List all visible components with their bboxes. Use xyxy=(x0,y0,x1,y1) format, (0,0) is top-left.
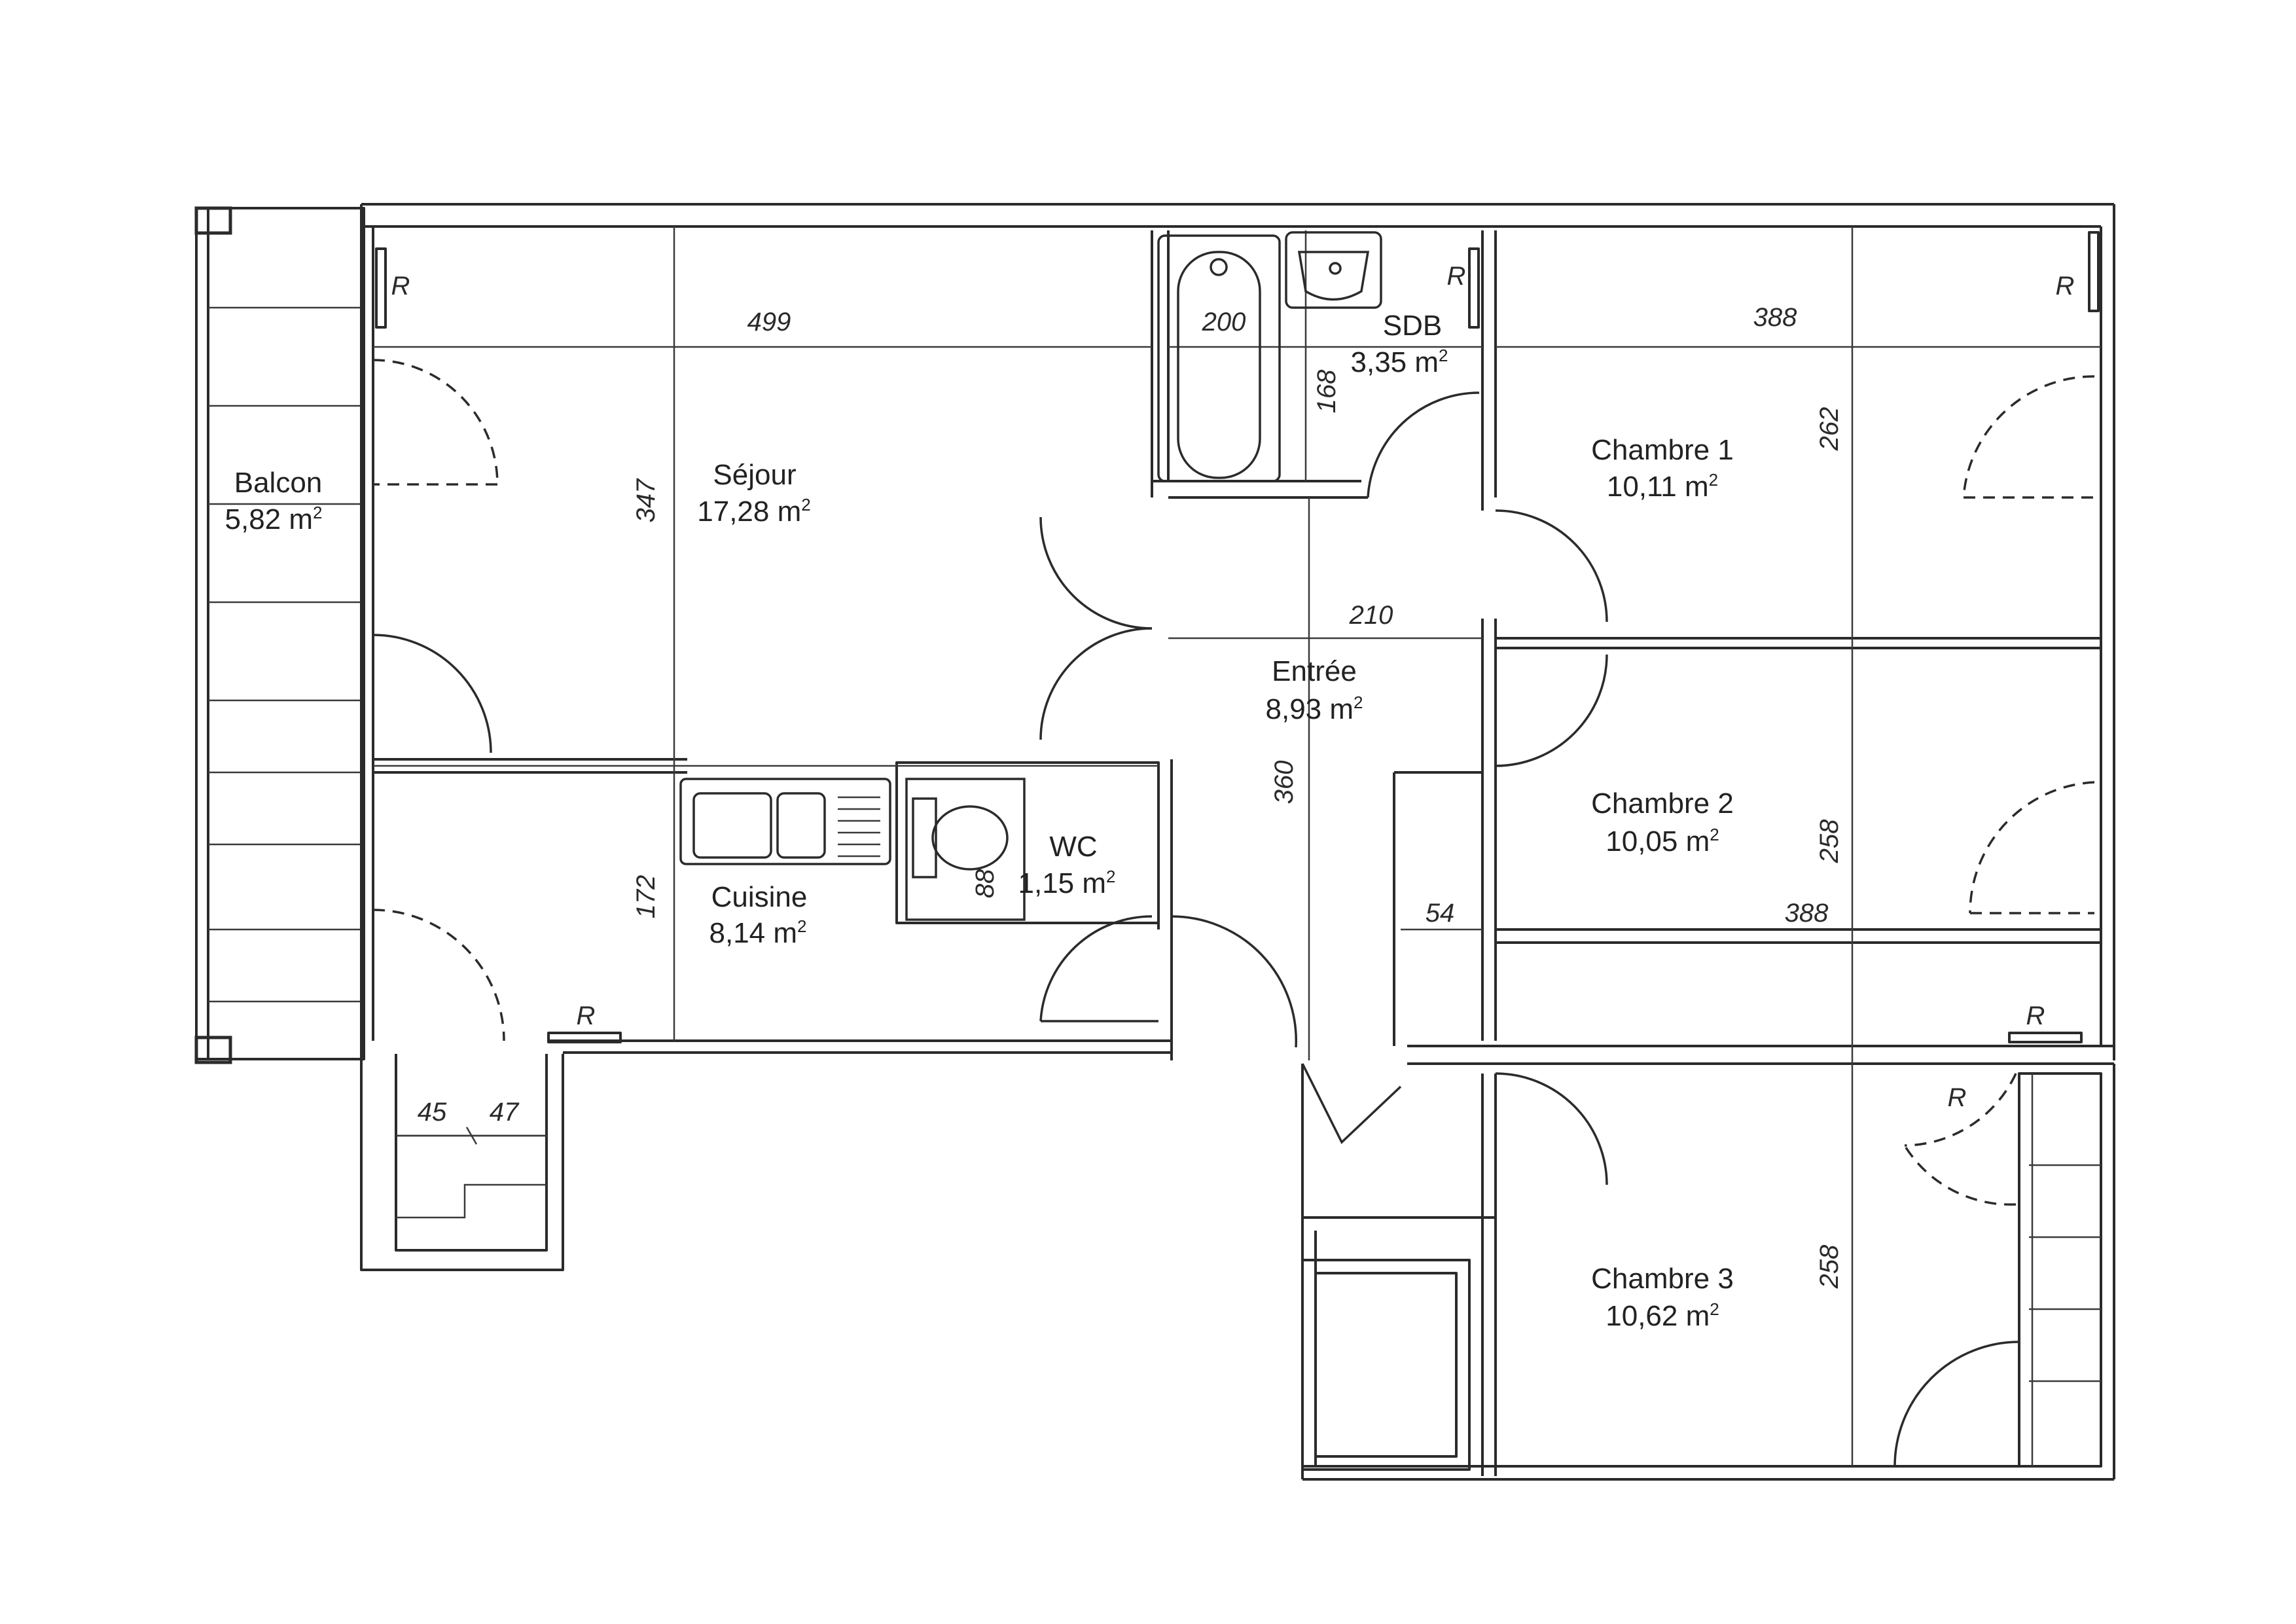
room-wc: WC 1,15 m2 xyxy=(1018,831,1116,899)
dim-chambre1-width: 388 xyxy=(1753,303,1797,332)
balcony xyxy=(194,206,365,1064)
dim-entree-depth: 360 xyxy=(1270,761,1299,804)
radiator-label-cuisine: R xyxy=(577,1001,596,1030)
toilet xyxy=(905,778,1026,921)
room-balcon: Balcon 5,82 m2 xyxy=(225,467,323,535)
room-sdb: SDB 3,35 m2 xyxy=(1351,310,1448,378)
room-area-wc: 1,15 m2 xyxy=(1018,867,1116,899)
room-entree: Entrée 8,93 m2 xyxy=(1266,655,1363,725)
dim-sejour-width: 499 xyxy=(747,308,791,336)
dim-sdb-width: 200 xyxy=(1202,308,1246,336)
dim-entree-width: 210 xyxy=(1349,601,1393,630)
room-area-sdb: 3,35 m2 xyxy=(1351,346,1448,378)
dim-wc-width: 88 xyxy=(971,869,999,898)
room-name-chambre2: Chambre 2 xyxy=(1591,787,1734,820)
dim-closet-width: 54 xyxy=(1426,899,1455,928)
bathtub xyxy=(1157,234,1281,482)
room-name-entree: Entrée xyxy=(1272,655,1357,687)
room-area-sejour: 17,28 m2 xyxy=(697,495,810,528)
room-sejour: Séjour 17,28 m2 xyxy=(697,459,810,528)
doors xyxy=(372,359,2095,1468)
dim-chambre1-depth: 262 xyxy=(1815,407,1844,452)
radiator-label-sdb: R xyxy=(1447,262,1466,291)
radiators: R R R R R R xyxy=(375,231,2100,1112)
radiator-label-sejour: R xyxy=(391,272,410,300)
room-name-sejour: Séjour xyxy=(713,459,796,491)
washbasin xyxy=(1285,231,1382,309)
room-labels: Balcon 5,82 m2 Séjour 17,28 m2 SDB 3,35 … xyxy=(225,310,1734,1332)
outer-walls xyxy=(360,203,2115,1065)
room-name-cuisine: Cuisine xyxy=(711,881,808,913)
room-name-balcon: Balcon xyxy=(234,467,323,499)
room-area-chambre1: 10,11 m2 xyxy=(1607,470,1718,503)
room-name-chambre1: Chambre 1 xyxy=(1591,434,1734,466)
dim-landing-b: 47 xyxy=(490,1098,520,1127)
dim-chambre2-depth: 258 xyxy=(1815,819,1844,863)
dim-cuisine-depth: 172 xyxy=(632,875,660,919)
dim-chambre2-width: 388 xyxy=(1785,899,1829,928)
dim-sejour-depth: 347 xyxy=(632,478,660,522)
room-name-chambre3: Chambre 3 xyxy=(1591,1263,1734,1295)
dimension-labels: 499 347 200 168 388 262 210 360 172 88 5… xyxy=(418,303,1844,1289)
room-area-cuisine: 8,14 m2 xyxy=(709,916,807,949)
room-area-balcon: 5,82 m2 xyxy=(225,503,323,535)
room-name-sdb: SDB xyxy=(1383,310,1442,342)
room-chambre1: Chambre 1 10,11 m2 xyxy=(1591,434,1734,503)
radiator-label-chambre2: R xyxy=(2026,1001,2045,1030)
room-area-chambre2: 10,05 m2 xyxy=(1605,825,1719,857)
room-chambre3: Chambre 3 10,62 m2 xyxy=(1591,1263,1734,1332)
kitchen-sink xyxy=(679,778,891,865)
fixtures xyxy=(679,231,1382,921)
landing-annex xyxy=(360,1041,564,1271)
room-chambre2: Chambre 2 10,05 m2 xyxy=(1591,787,1734,857)
dim-chambre3-depth: 258 xyxy=(1815,1244,1844,1289)
room-name-wc: WC xyxy=(1049,831,1097,863)
radiator-label-chambre3: R xyxy=(1948,1083,1967,1112)
radiator-label-chambre1: R xyxy=(2056,272,2075,300)
room-area-chambre3: 10,62 m2 xyxy=(1605,1299,1719,1332)
dim-landing-a: 45 xyxy=(418,1098,447,1127)
dim-sdb-depth: 168 xyxy=(1312,369,1341,413)
room-area-entree: 8,93 m2 xyxy=(1266,693,1363,725)
dimension-lines xyxy=(373,226,2101,1466)
room-cuisine: Cuisine 8,14 m2 xyxy=(709,881,808,949)
interior-walls xyxy=(373,230,2115,1481)
